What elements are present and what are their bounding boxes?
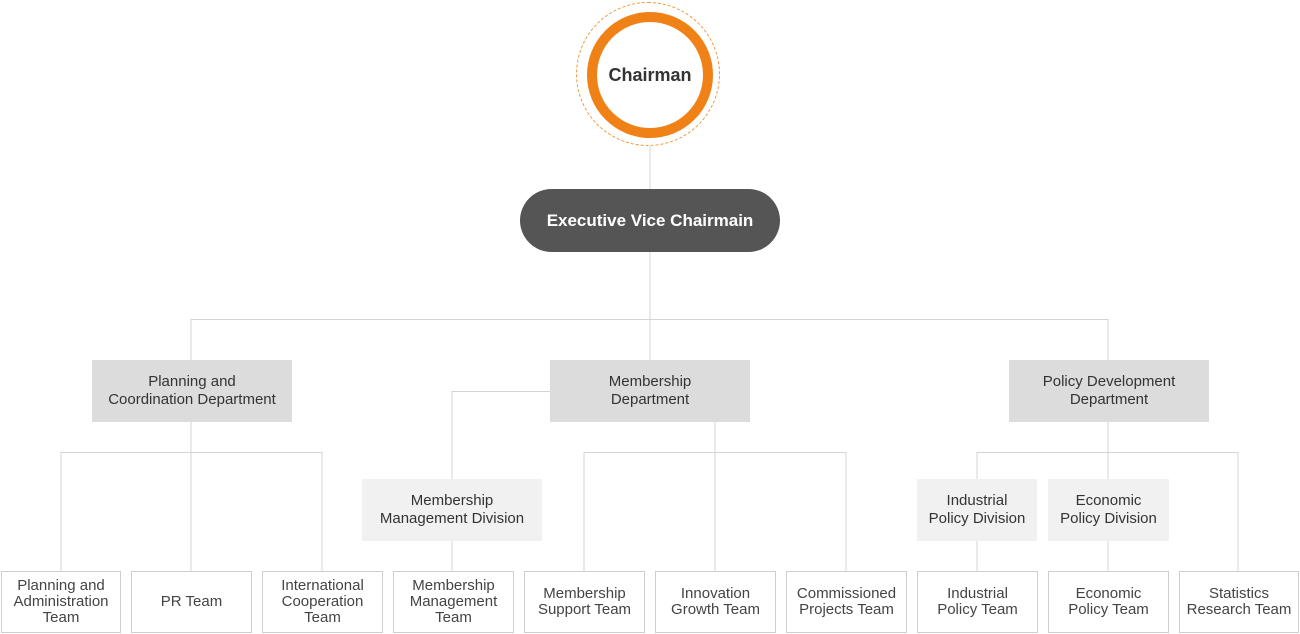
department-label: Policy Development Department — [1042, 373, 1176, 408]
team-label: Industrial Policy Team — [937, 584, 1018, 618]
team-label: Membership Support Team — [537, 584, 632, 618]
team-node: Planning and Administration Team — [1, 571, 121, 633]
team-label: Innovation Growth Team — [671, 584, 760, 618]
team-label: Commissioned Projects Team — [796, 584, 897, 618]
team-node: Membership Support Team — [524, 571, 645, 633]
economic-policy-division-node: Economic Policy Division — [1048, 479, 1169, 541]
planning-coordination-department-node: Planning and Coordination Department — [92, 360, 292, 422]
department-label: Planning and Coordination Department — [108, 373, 276, 408]
membership-department-node: Membership Department — [550, 360, 750, 422]
division-label: Industrial Policy Division — [928, 492, 1026, 527]
division-label: Economic Policy Division — [1060, 492, 1157, 527]
team-node: Commissioned Projects Team — [786, 571, 907, 633]
team-node: Industrial Policy Team — [917, 571, 1038, 633]
industrial-policy-division-node: Industrial Policy Division — [917, 479, 1037, 541]
team-node: Membership Management Team — [393, 571, 514, 633]
executive-vice-chairman-label: Executive Vice Chairmain — [546, 210, 754, 230]
team-label: International Cooperation Team — [281, 576, 364, 627]
chairman-outer-ring — [576, 2, 720, 146]
team-node: Innovation Growth Team — [655, 571, 776, 633]
team-node: Economic Policy Team — [1048, 571, 1169, 633]
team-label: PR Team — [160, 592, 223, 610]
team-label: Economic Policy Team — [1068, 584, 1149, 618]
team-node: PR Team — [131, 571, 252, 633]
policy-development-department-node: Policy Development Department — [1009, 360, 1209, 422]
team-label: Planning and Administration Team — [13, 576, 109, 627]
team-label: Membership Management Team — [409, 576, 498, 627]
team-node: International Cooperation Team — [262, 571, 383, 633]
chairman-label: Chairman — [608, 64, 692, 85]
chairman-node: Chairman — [587, 12, 713, 138]
executive-vice-chairman-node: Executive Vice Chairmain — [520, 189, 780, 252]
division-label: Membership Management Division — [379, 492, 525, 527]
membership-management-division-node: Membership Management Division — [362, 479, 542, 541]
department-label: Membership Department — [608, 373, 692, 408]
team-label: Statistics Research Team — [1186, 584, 1292, 618]
team-node: Statistics Research Team — [1179, 571, 1299, 633]
